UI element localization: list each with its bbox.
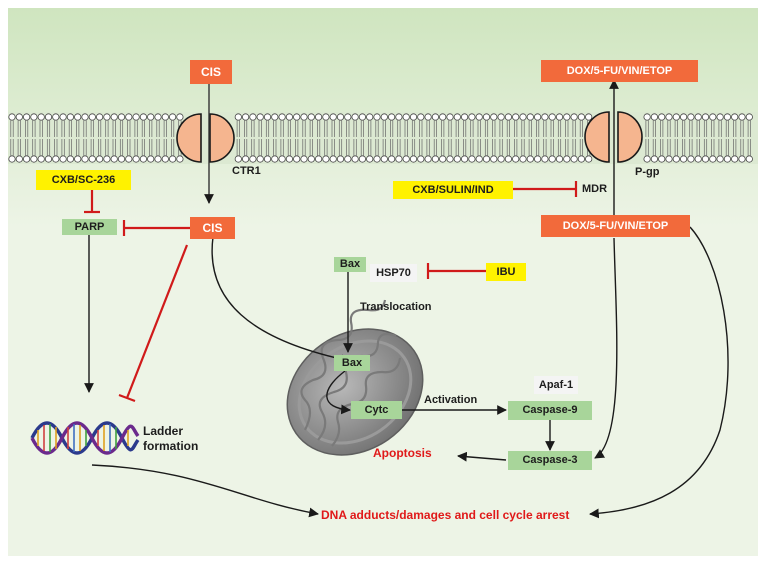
cis-extracellular-box: CIS	[190, 60, 232, 84]
caspase3-box: Caspase-3	[508, 451, 592, 470]
dna-helix-icon	[30, 421, 140, 455]
lipid-bilayer-icon	[8, 112, 758, 164]
mitochondrion-icon	[286, 299, 424, 456]
ibu-box: IBU	[486, 263, 526, 281]
mdr-label: MDR	[582, 183, 608, 195]
dox-to-dna-arrow	[589, 226, 729, 519]
cytc-box: Cytc	[351, 401, 402, 419]
parp-box: PARP	[62, 219, 117, 235]
ladder-formation-label-line1: Ladder	[143, 424, 184, 438]
ctr1-label: CTR1	[232, 165, 261, 177]
translocation-label: Translocation	[360, 301, 432, 313]
dox-to-caspase3-arrow	[594, 237, 618, 459]
dox-intracellular-box: DOX/5-FU/VIN/ETOP	[541, 215, 690, 237]
cis-ladder-inhibition-line	[125, 244, 189, 399]
cis-intracellular-box: CIS	[190, 217, 235, 239]
cell-background	[8, 8, 758, 556]
dna-damage-outcome-label: DNA adducts/damages and cell cycle arres…	[321, 508, 570, 522]
bax-mitochondrial-box: Bax	[334, 355, 370, 371]
pgp-label: P-gp	[635, 166, 660, 178]
pgp-transporter-icon	[584, 111, 643, 163]
bax-cytosol-box: Bax	[334, 257, 366, 272]
casp3-to-apoptosis-arrow	[457, 451, 507, 462]
cis-ladder-inhibition-bar	[118, 393, 136, 403]
hsp70-box: HSP70	[370, 264, 417, 282]
apoptosis-label: Apoptosis	[373, 446, 432, 460]
activation-label: Activation	[424, 394, 478, 406]
apaf1-box: Apaf-1	[534, 376, 578, 394]
dna-to-outcome-arrow	[91, 464, 319, 518]
bax-to-cytc-arrow	[326, 370, 351, 415]
cis-to-bax-arrow	[211, 236, 351, 364]
cxb-sc236-box: CXB/SC-236	[36, 170, 131, 190]
ctr1-transporter-icon	[176, 113, 235, 163]
ladder-formation-label-line2: formation	[143, 439, 199, 453]
caspase9-box: Caspase-9	[508, 401, 592, 420]
cxb-sulin-ind-box: CXB/SULIN/IND	[393, 181, 513, 199]
dox-extracellular-box: DOX/5-FU/VIN/ETOP	[541, 60, 698, 82]
